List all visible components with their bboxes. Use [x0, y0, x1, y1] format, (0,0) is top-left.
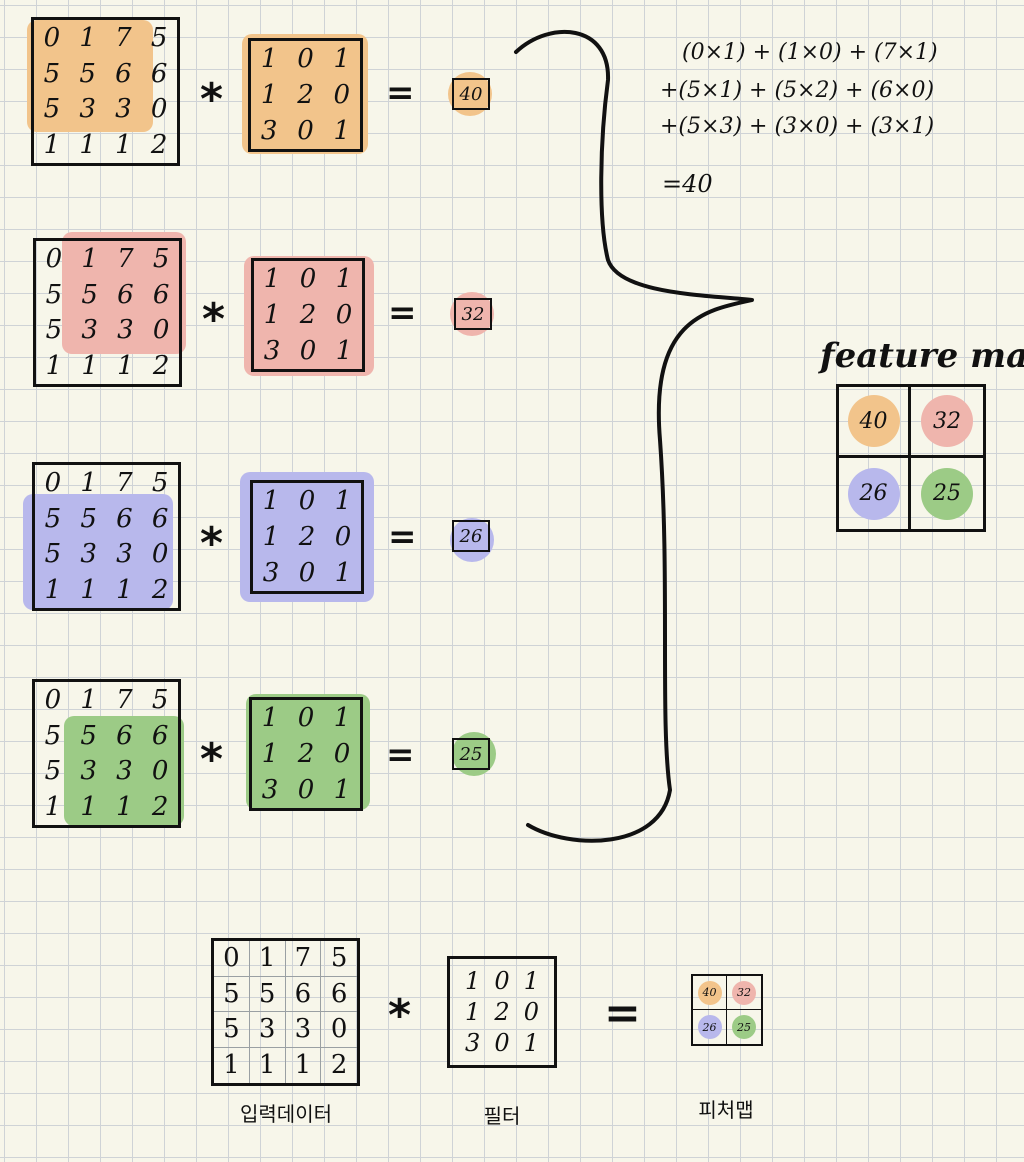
window-highlight-green — [64, 716, 184, 826]
formula-result: =40 — [662, 170, 713, 198]
feature-map-value: 40 — [847, 395, 900, 447]
feature-map-value: 26 — [697, 1015, 722, 1039]
window-highlight-red — [62, 232, 186, 354]
formula-line-2: +(5×1) + (5×2) + (6×0) — [660, 78, 935, 103]
curly-brace-icon — [514, 29, 754, 843]
feature-map-value: 32 — [732, 980, 756, 1005]
result-value-step4: 25 — [452, 738, 490, 770]
formula-line-1: (0×1) + (1×0) + (7×1) — [682, 40, 938, 65]
multiply-operator: * — [200, 74, 224, 125]
feature-map-grid: 40 32 26 25 — [836, 384, 986, 532]
multiply-operator: * — [200, 734, 224, 785]
result-value-step2: 32 — [454, 298, 492, 330]
equals-sign: = — [604, 988, 641, 1039]
caption-feature-map: 피처맵 — [698, 1098, 754, 1122]
feature-map-value: 40 — [697, 980, 722, 1005]
feature-map-value: 25 — [732, 1015, 756, 1039]
filter-highlight-blue — [240, 472, 374, 602]
window-highlight-blue — [23, 494, 173, 610]
window-highlight-orange — [27, 20, 153, 132]
feature-map-value: 25 — [921, 467, 973, 520]
equals-sign: = — [386, 73, 415, 113]
equals-sign: = — [388, 517, 417, 557]
filter-highlight-green — [246, 694, 370, 810]
result-dot-blue — [450, 518, 494, 562]
formula-line-3: +(5×3) + (3×0) + (3×1) — [660, 114, 935, 139]
result-value-step1: 40 — [452, 78, 490, 110]
filter-highlight-orange — [242, 34, 368, 154]
result-value-step3: 26 — [452, 520, 490, 552]
feature-map-value: 32 — [921, 395, 973, 447]
equals-sign: = — [388, 293, 417, 333]
multiply-operator: * — [200, 518, 224, 569]
feature-map-title: feature map — [820, 336, 1024, 376]
caption-filter: 필터 — [483, 1104, 521, 1128]
summary-feature-map: 40 32 26 25 — [691, 974, 763, 1046]
multiply-operator: * — [388, 990, 412, 1041]
filter-highlight-red — [244, 256, 374, 376]
equals-sign: = — [386, 735, 415, 775]
caption-input-data: 입력데이터 — [240, 1102, 332, 1126]
multiply-operator: * — [202, 294, 226, 345]
feature-map-value: 26 — [847, 467, 900, 520]
